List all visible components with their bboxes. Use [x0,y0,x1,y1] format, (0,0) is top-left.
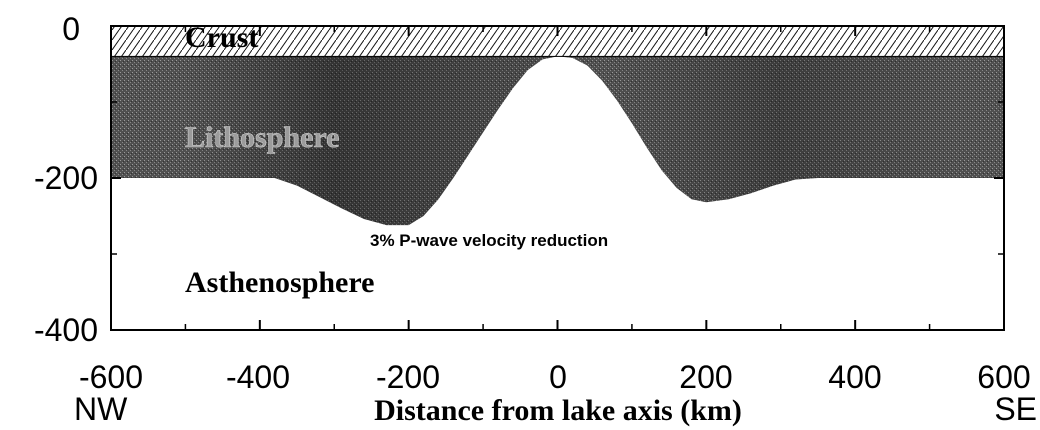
x-tick-labels: -600 -400 -200 0 200 400 600 [79,359,1031,395]
x-axis-ticks [110,26,1005,330]
x-tick-label: -200 [376,359,440,395]
x-axis-title: Distance from lake axis (km) [374,394,742,427]
x-tick-label: 200 [679,359,732,395]
se-direction-label: SE [994,391,1037,427]
lithosphere-label: Lithosphere [185,121,339,154]
x-tick-label: 0 [549,359,567,395]
x-tick-label: 400 [828,359,881,395]
y-tick-label: 0 [62,11,80,47]
asthenosphere-label: Asthenosphere [185,266,374,299]
y-tick-label: -200 [34,160,98,196]
y-tick-labels: 0 -200 -400 [34,11,98,348]
nw-direction-label: NW [74,391,128,427]
x-tick-label: 600 [977,359,1030,395]
lithosphere-shading [111,56,1004,226]
y-axis-ticks [111,25,1004,331]
y-tick-label: -400 [34,312,98,348]
crust-label: Crust [185,21,258,54]
velocity-annotation: 3% P-wave velocity reduction [370,231,608,250]
x-tick-label: -600 [79,359,143,395]
lithosphere-layer [111,56,1004,226]
x-tick-label: -400 [226,359,290,395]
